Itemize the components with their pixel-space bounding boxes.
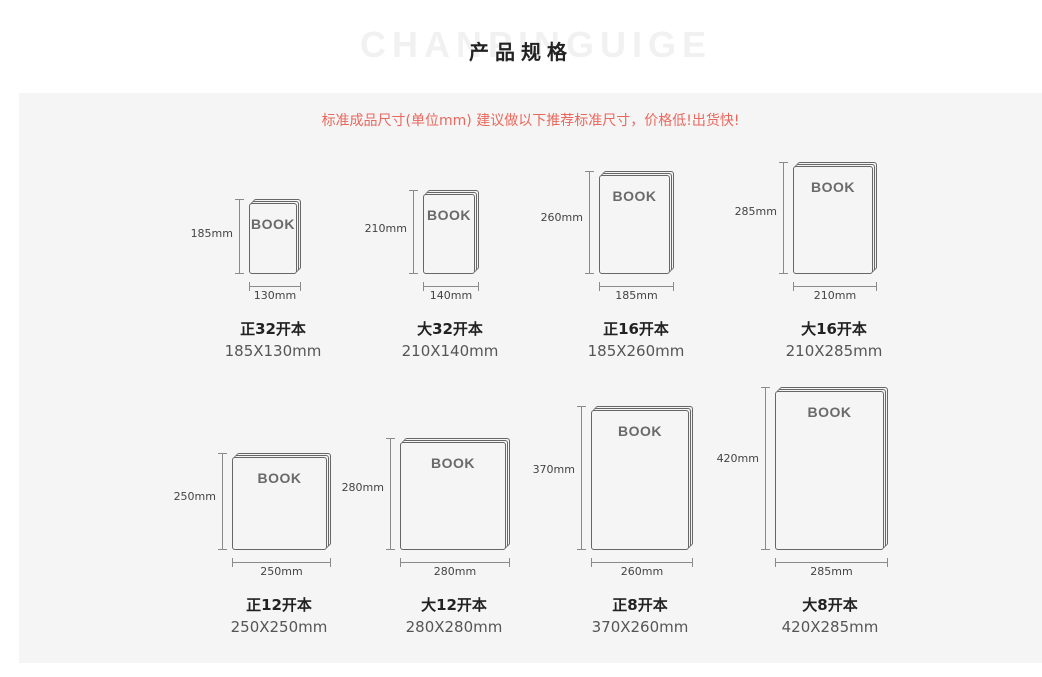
book-illustration: BOOK <box>775 391 884 550</box>
width-dimension-label: 260mm <box>620 565 664 578</box>
book-illustration: BOOK <box>591 410 689 550</box>
width-dimension-label: 130mm <box>253 289 297 302</box>
page-title: 产品规格 <box>469 40 573 64</box>
height-dimension-label: 185mm <box>190 226 233 240</box>
height-dimension-line <box>218 453 227 550</box>
format-size: 185X130mm <box>224 342 322 360</box>
book-illustration: BOOK <box>249 203 297 274</box>
width-dimension-line <box>591 558 693 567</box>
book-illustration: BOOK <box>599 175 670 274</box>
format-name: 正16开本 <box>603 320 669 338</box>
height-dimension-label: 370mm <box>532 462 575 476</box>
book-label: BOOK <box>618 423 662 439</box>
format-name: 正12开本 <box>246 596 312 614</box>
height-dimension-label: 210mm <box>364 221 407 235</box>
height-dimension-line <box>235 199 244 274</box>
format-size: 420X285mm <box>781 618 879 636</box>
book-label: BOOK <box>431 455 475 471</box>
width-dimension-line <box>232 558 331 567</box>
height-dimension-label: 280mm <box>341 481 384 495</box>
height-dimension-line <box>409 190 418 274</box>
width-dimension-label: 210mm <box>813 289 857 302</box>
width-dimension-label: 285mm <box>810 565 853 578</box>
width-dimension-line <box>423 282 479 291</box>
width-dimension-label: 140mm <box>429 289 473 302</box>
height-dimension-label: 420mm <box>716 451 759 465</box>
width-dimension-line <box>599 282 674 291</box>
width-dimension-label: 250mm <box>260 565 303 578</box>
format-size: 250X250mm <box>230 618 328 636</box>
book-label: BOOK <box>427 207 471 223</box>
width-dimension-line <box>775 558 888 567</box>
book-illustration: BOOK <box>793 166 873 274</box>
book-label: BOOK <box>257 470 302 486</box>
format-size: 210X285mm <box>785 342 883 360</box>
height-dimension-label: 260mm <box>540 210 583 224</box>
book-illustration: BOOK <box>400 442 506 550</box>
height-dimension-line <box>761 387 770 550</box>
width-dimension-label: 185mm <box>615 289 658 302</box>
height-dimension-line <box>577 406 586 550</box>
format-size: 210X140mm <box>401 342 499 360</box>
format-name: 大8开本 <box>802 596 858 614</box>
book-label: BOOK <box>612 188 657 204</box>
format-name: 正32开本 <box>240 320 306 338</box>
height-dimension-line <box>585 171 594 274</box>
book-illustration: BOOK <box>423 194 475 274</box>
format-name: 大16开本 <box>801 320 867 338</box>
width-dimension-line <box>249 282 301 291</box>
height-dimension-line <box>779 162 788 274</box>
height-dimension-line <box>386 438 395 550</box>
width-dimension-label: 280mm <box>433 565 477 578</box>
width-dimension-line <box>400 558 510 567</box>
book-label: BOOK <box>807 404 852 420</box>
format-size: 185X260mm <box>587 342 685 360</box>
background-watermark-text: CHANPINGUIGE <box>360 24 713 65</box>
book-label: BOOK <box>251 216 295 232</box>
format-name: 大32开本 <box>417 320 483 338</box>
size-notice: 标准成品尺寸(单位mm) 建议做以下推荐标准尺寸，价格低!出货快! <box>321 113 740 129</box>
height-dimension-label: 250mm <box>173 490 216 504</box>
format-name: 正8开本 <box>612 596 668 614</box>
format-name: 大12开本 <box>421 596 487 614</box>
width-dimension-line <box>793 282 877 291</box>
format-size: 280X280mm <box>405 618 503 636</box>
format-size: 370X260mm <box>591 618 689 636</box>
height-dimension-label: 285mm <box>734 205 777 219</box>
book-label: BOOK <box>811 179 855 195</box>
book-illustration: BOOK <box>232 457 327 550</box>
